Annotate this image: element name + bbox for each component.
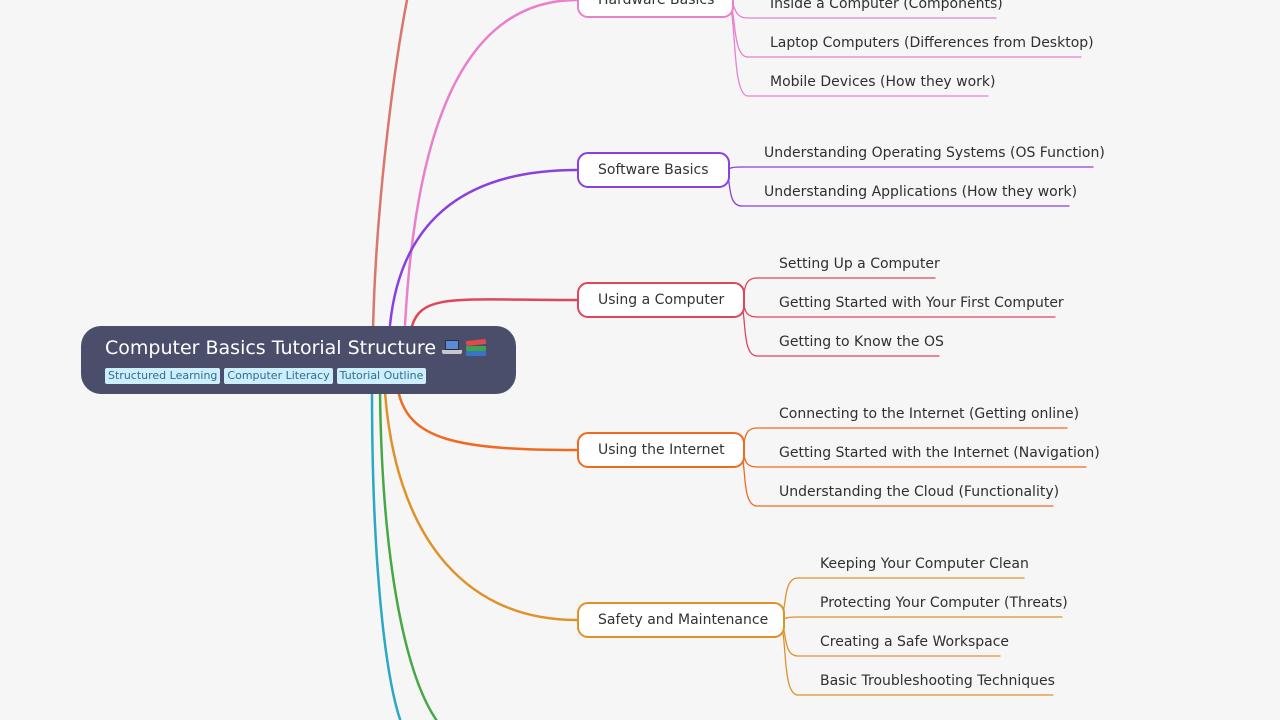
- leaf-topic-5-3[interactable]: Creating a Safe Workspace: [820, 634, 1010, 650]
- connector-branch-5: [383, 390, 579, 622]
- leaf-topic-4-1[interactable]: Connecting to the Internet (Getting onli…: [779, 406, 1080, 422]
- branch-node-3[interactable]: Using a Computer: [577, 282, 745, 318]
- root-title-text: Computer Basics Tutorial Structure: [105, 337, 437, 359]
- leaf-topic-3-3[interactable]: Getting to Know the OS: [779, 334, 944, 350]
- leaf-topic-1-2[interactable]: Laptop Computers (Differences from Deskt…: [770, 35, 1094, 51]
- connector-branch-4: [396, 388, 579, 452]
- connector-offscreen-2: [378, 390, 439, 720]
- leaf-topic-4-2[interactable]: Getting Started with the Internet (Navig…: [779, 445, 1100, 461]
- branch-node-5[interactable]: Safety and Maintenance: [577, 602, 785, 638]
- tag-computer-literacy[interactable]: Computer Literacy: [224, 368, 333, 384]
- leaf-topic-5-1[interactable]: Keeping Your Computer Clean: [820, 556, 1029, 572]
- branch-node-2[interactable]: Software Basics: [577, 152, 730, 188]
- tag-structured-learning[interactable]: Structured Learning: [105, 368, 221, 384]
- connector-offscreen-1: [371, 0, 409, 332]
- leaf-topic-4-3[interactable]: Understanding the Cloud (Functionality): [779, 484, 1060, 500]
- connector-branch-1: [403, 0, 579, 327]
- branch-node-4[interactable]: Using the Internet: [577, 432, 745, 468]
- leaf-topic-3-2[interactable]: Getting Started with Your First Computer: [779, 295, 1064, 311]
- leaf-topic-1-3[interactable]: Mobile Devices (How they work): [770, 74, 996, 90]
- leaf-topic-5-4[interactable]: Basic Troubleshooting Techniques: [820, 673, 1055, 689]
- root-title: Computer Basics Tutorial Structure: [105, 336, 516, 360]
- leaf-topic-3-1[interactable]: Setting Up a Computer: [779, 256, 940, 272]
- leaf-topic-2-1[interactable]: Understanding Operating Systems (OS Func…: [764, 145, 1105, 161]
- books-icon: [465, 338, 487, 357]
- leaf-topic-1-1[interactable]: Inside a Computer (Components): [770, 0, 1003, 12]
- root-topic[interactable]: Computer Basics Tutorial Structure Struc…: [81, 326, 516, 394]
- laptop-icon: [442, 339, 463, 355]
- tag-tutorial-outline[interactable]: Tutorial Outline: [336, 368, 427, 384]
- connector-offscreen-3: [370, 390, 402, 720]
- root-tags: Structured Learning Computer Literacy Tu…: [105, 368, 516, 384]
- connector-branch-2: [388, 168, 579, 327]
- leaf-topic-2-2[interactable]: Understanding Applications (How they wor…: [764, 184, 1078, 200]
- connector-branch-3: [410, 298, 579, 328]
- branch-node-1[interactable]: Hardware Basics: [577, 0, 734, 18]
- root-emoji: [442, 338, 487, 357]
- leaf-topic-5-2[interactable]: Protecting Your Computer (Threats): [820, 595, 1068, 611]
